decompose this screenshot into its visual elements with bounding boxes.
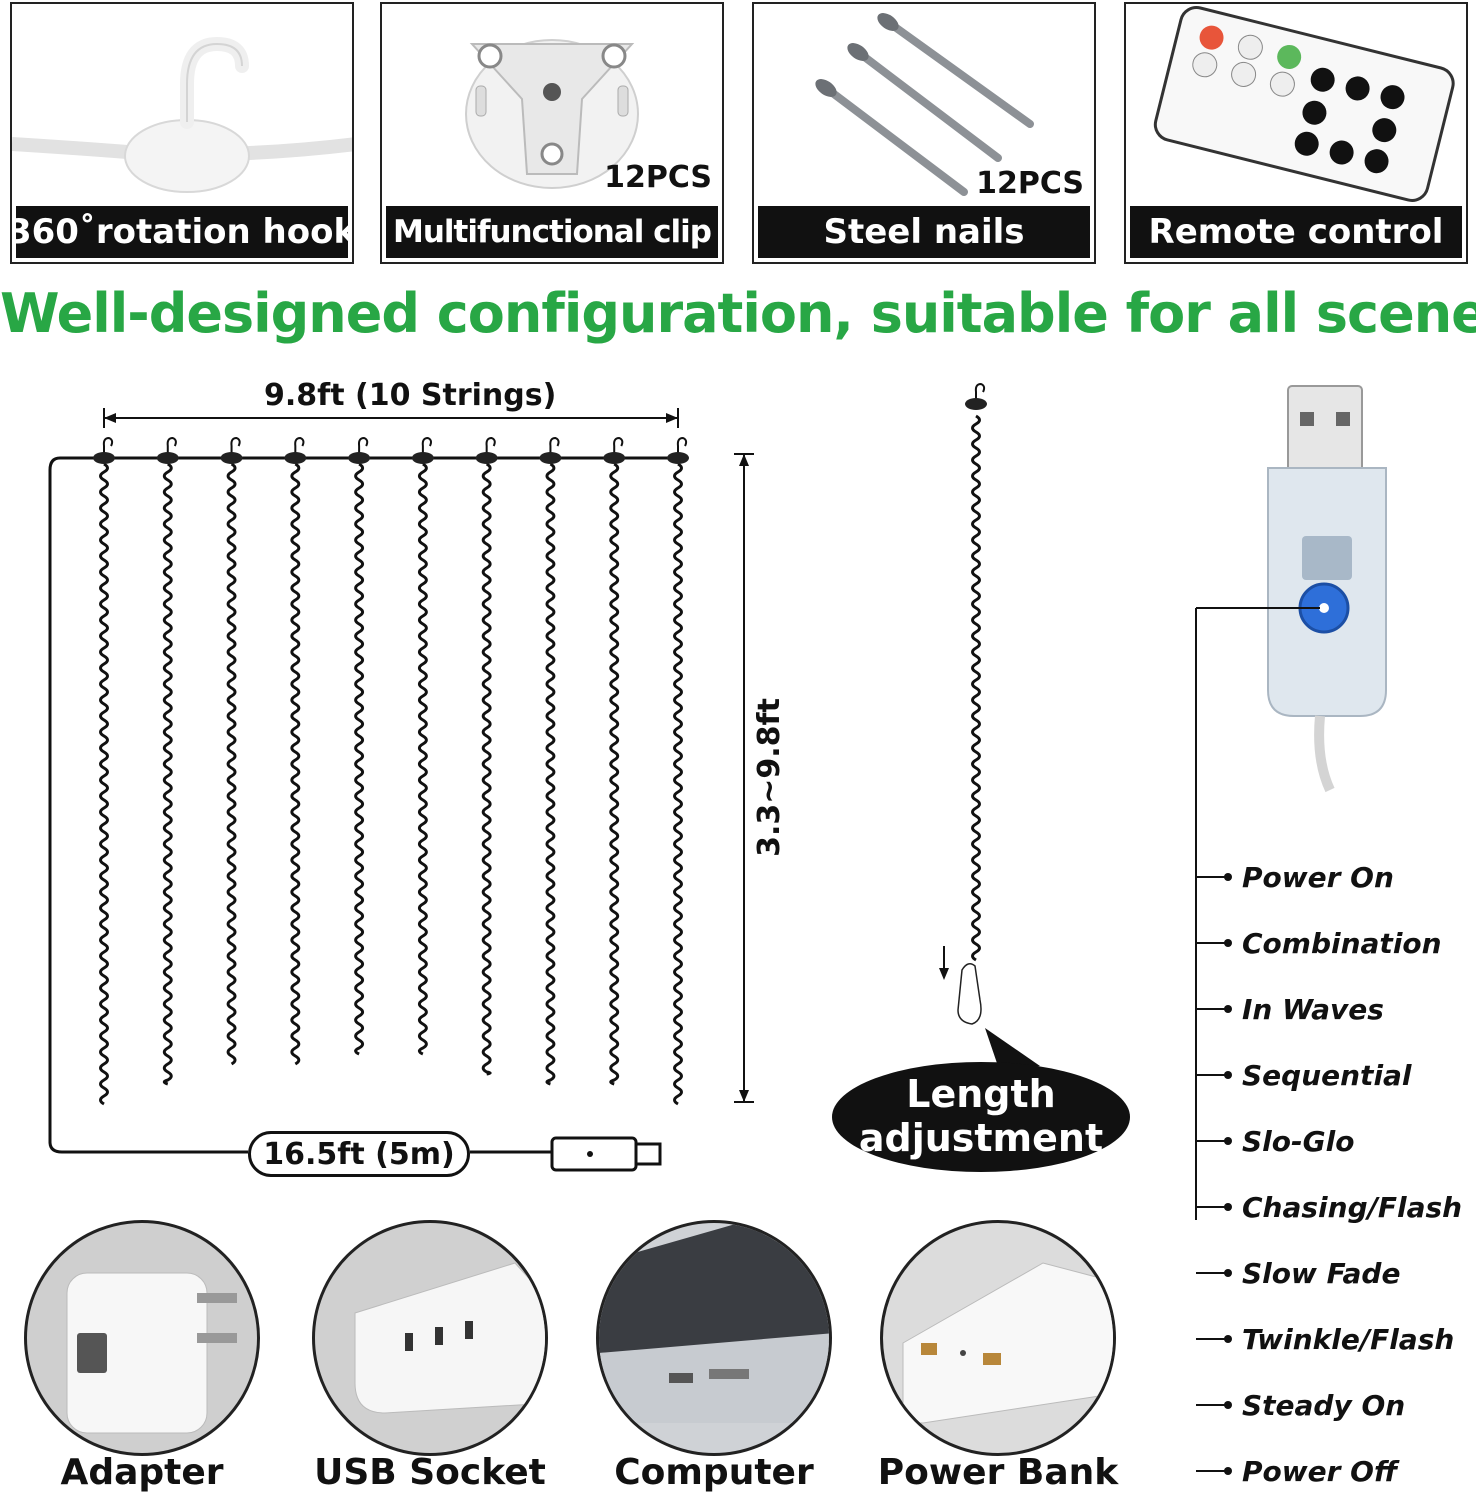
clip-icon — [965, 398, 987, 410]
light-string — [290, 462, 301, 1066]
mode-label: Twinkle/Flash — [1242, 1322, 1455, 1356]
hook-icon — [549, 436, 560, 454]
light-string — [354, 462, 365, 1056]
hook-icon — [12, 36, 352, 193]
clip-icon — [411, 452, 434, 464]
nails-icon — [815, 13, 1034, 196]
width-label: 9.8ft (10 Strings) — [264, 378, 557, 413]
mode-label: Sequential — [1242, 1058, 1412, 1092]
mode-item: Combination — [1196, 926, 1442, 960]
usb-controller-icon — [1267, 385, 1387, 793]
adapter-icon — [66, 1272, 237, 1434]
usb-socket-icon — [354, 1262, 545, 1414]
clip-icon — [465, 39, 639, 189]
length-adjustment-line1: Length — [906, 1072, 1056, 1116]
mode-label: Slo-Glo — [1242, 1124, 1355, 1158]
hook-icon — [421, 436, 433, 454]
clip-icon — [284, 452, 307, 464]
hook-card: 360˚rotation hook — [10, 2, 354, 264]
cable-length-label: 16.5ft (5m) — [248, 1131, 470, 1177]
light-string — [162, 462, 173, 1086]
hook-icon — [613, 436, 624, 454]
mode-label: In Waves — [1242, 992, 1384, 1026]
adjustable-light-string — [971, 414, 981, 962]
remote-caption: Remote control — [1130, 206, 1462, 258]
light-string — [99, 462, 109, 1106]
usb-plug-icon — [550, 1136, 638, 1172]
hook-icon — [974, 382, 986, 400]
computer-icon — [599, 1223, 829, 1423]
power-bank-icon — [902, 1262, 1113, 1424]
hook-icon — [676, 436, 688, 454]
hook-icon — [230, 436, 241, 454]
light-string — [417, 462, 428, 1056]
curtain-diagram — [48, 382, 1387, 1220]
clip-icon — [475, 452, 498, 464]
mode-label: Combination — [1242, 926, 1442, 960]
clip-icon — [348, 452, 371, 464]
adapter-label: Adapter — [60, 1452, 224, 1493]
mode-item: Slo-Glo — [1196, 1124, 1355, 1158]
hand-icon — [957, 963, 982, 1025]
mode-item: Twinkle/Flash — [1196, 1322, 1455, 1356]
mode-label: Steady On — [1242, 1388, 1406, 1422]
clip-card: 12PCS Multifunctional clip — [380, 2, 724, 264]
clip-icon — [667, 452, 689, 464]
mode-item: Power On — [1196, 860, 1394, 894]
mode-item: In Waves — [1196, 992, 1384, 1026]
mode-label: Chasing/Flash — [1242, 1190, 1463, 1224]
hook-icon — [357, 436, 369, 454]
power-bank-image — [880, 1220, 1116, 1456]
clip-count: 12PCS — [604, 160, 712, 195]
light-string — [673, 462, 683, 1106]
mode-item: Power Off — [1196, 1454, 1398, 1488]
usb-socket-image — [312, 1220, 548, 1456]
mode-label: Power Off — [1242, 1454, 1398, 1488]
light-string — [481, 462, 492, 1076]
height-label: 3.3~9.8ft — [751, 698, 787, 857]
headline: Well-designed configuration, suitable fo… — [0, 282, 1476, 345]
mode-item: Chasing/Flash — [1196, 1190, 1463, 1224]
adapter-image — [24, 1220, 260, 1456]
hook-icon — [485, 436, 496, 454]
hook-icon — [166, 436, 177, 454]
power-bank-label: Power Bank — [877, 1452, 1119, 1493]
nails-caption: Steel nails — [758, 206, 1090, 258]
hook-icon — [102, 436, 114, 454]
clip-icon — [93, 452, 115, 464]
clip-icon — [220, 452, 243, 464]
light-string — [226, 462, 237, 1066]
hook-icon — [294, 436, 305, 454]
mode-item: Steady On — [1196, 1388, 1406, 1422]
light-string — [609, 462, 620, 1086]
clip-icon — [539, 452, 562, 464]
mode-item: Sequential — [1196, 1058, 1412, 1092]
length-adjustment-bubble: Length adjustment — [832, 1062, 1130, 1172]
computer-label: Computer — [614, 1452, 814, 1493]
clip-icon — [603, 452, 626, 464]
nails-card: 12PCS Steel nails — [752, 2, 1096, 264]
remote-card: Remote control — [1124, 2, 1468, 264]
mode-label: Slow Fade — [1242, 1256, 1401, 1290]
clip-icon — [156, 452, 179, 464]
mode-item: Slow Fade — [1196, 1256, 1401, 1290]
mode-label: Power On — [1242, 860, 1394, 894]
light-string — [545, 462, 556, 1086]
remote-icon — [1153, 6, 1455, 202]
clip-caption: Multifunctional clip — [386, 206, 718, 258]
main-wire — [48, 456, 678, 1154]
length-adjustment-line2: adjustment — [858, 1116, 1104, 1160]
computer-image — [596, 1220, 832, 1456]
usb-socket-label: USB Socket — [314, 1452, 546, 1493]
hook-caption: 360˚rotation hook — [16, 206, 348, 258]
nails-count: 12PCS — [976, 166, 1084, 201]
